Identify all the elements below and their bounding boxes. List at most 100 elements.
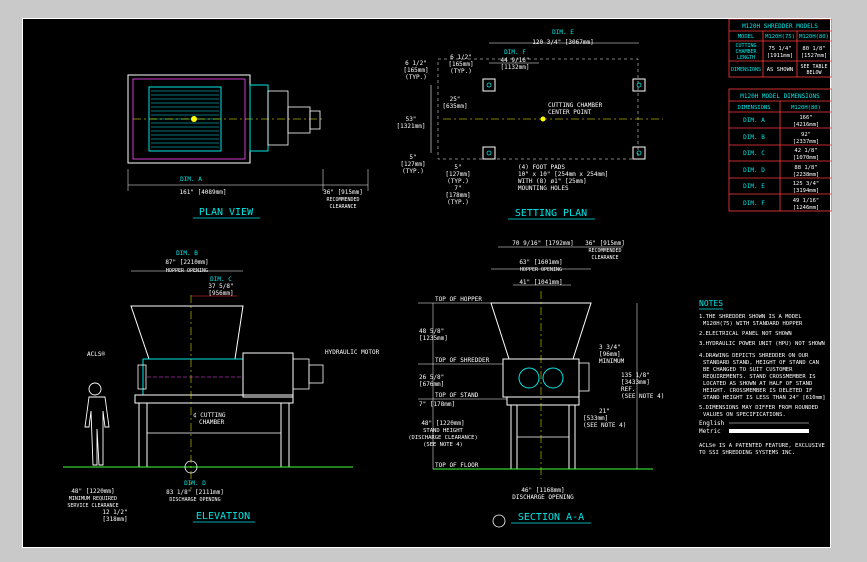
sec-top-w2: 36" [915mm] [585, 240, 625, 247]
dims-row-v1: 125 3/4" [793, 181, 820, 187]
elevation-view: DIM. B 87" [2210mm] HOPPER OPENING DIM. … [63, 250, 380, 523]
dim-f-value: 44 9/16" [501, 57, 530, 64]
sec-top-stand: TOP OF STAND [435, 392, 479, 399]
sec-min-l2: [96mm] [599, 351, 621, 358]
note-4-l4: REQUIREMENTS. STAND CROSSMEMBER IS [703, 374, 816, 380]
dims-row-v1: 49 1/16" [793, 198, 820, 204]
note-2: 2.ELECTRICAL PANEL NOT SHOWN [699, 331, 792, 337]
models-row2-b2: BELOW [806, 70, 822, 76]
dim-b-value: 87" [2210mm] [165, 259, 208, 266]
sec-stand-l3: (DISCHARGE CLEARANCE) [408, 435, 478, 441]
sp-center-l1: CUTTING CHAMBER [548, 102, 603, 109]
sp-tall-l1: 53" [406, 116, 417, 123]
plan-dim-a-value: 161" [4089mm] [180, 189, 227, 196]
sec-top-w1: 70 9/16" [1792mm] [512, 240, 573, 247]
sp-inner-top-l1: 6 1/2" [450, 54, 472, 61]
models-row1-l2: CHAMBER [735, 49, 757, 55]
dim-b-sub: HOPPER OPENING [166, 268, 208, 274]
dims-row-v2: [2337mm] [793, 139, 820, 145]
note-5-l1: 5.DIMENSIONS MAY DIFFER FROM ROUNDED [699, 405, 818, 411]
sec-h2-l1: 26 5/8" [419, 374, 444, 381]
sec-hopper-w-sub: HOPPER OPENING [520, 267, 562, 273]
sec-top-w2-l3: CLEARANCE [591, 255, 618, 261]
dim-c-mm: [956mm] [208, 290, 233, 297]
note-4-l7: STAND HEIGHT IS LESS THAN 24" [610mm] [703, 395, 826, 401]
dims-row-v1: 92" [801, 132, 811, 138]
sp-foot1-l3: (TYP.) [447, 178, 469, 185]
plan-dim-a-label: DIM. A [180, 176, 202, 183]
dim-c-label: DIM. C [210, 276, 232, 283]
note-4-l1: 4.DRAWING DEPICTS SHREDDER ON OUR [699, 353, 809, 359]
sp-tall-l2: [1321mm] [397, 123, 426, 130]
service-l3: SERVICE CLEARANCE [67, 503, 118, 509]
sp-foot1-l2: [127mm] [445, 171, 470, 178]
sec-stand-l2: STAND HEIGHT [423, 428, 463, 434]
scale-metric-label: Metric [699, 428, 721, 435]
models-row1-a2: [1911mm] [767, 53, 794, 59]
sec-bottom-w: 46" [1168mm] [521, 487, 564, 494]
acls-note-l2: TO SSI SHREDDING SYSTEMS INC. [699, 450, 795, 456]
sec-min-l3: MINIMUM [599, 358, 625, 365]
note-4-l6: HEIGHT. CROSSMEMBER IS DELETED IF [703, 388, 812, 394]
dims-row-v1: 42 1/8" [794, 148, 817, 154]
note-4-l3: BE CHANGED TO SUIT CUSTOMER [703, 367, 793, 373]
models-row2-a: AS SHOWN [767, 67, 794, 73]
sp-mid-l1: 25" [450, 96, 461, 103]
note-5-l2: VALUES ON SPECIFICATIONS. [703, 412, 786, 418]
sp-bot-l1: 5" [409, 154, 416, 161]
dim-e-label: DIM. E [552, 29, 574, 36]
sp-foot1-l1: 5" [454, 164, 461, 171]
dim-e-value: 120 3/4" [3067mm] [532, 39, 593, 46]
note-1-l1: 1.THE SHREDDER SHOWN IS A MODEL [699, 314, 802, 320]
sec-stand-l4: (SEE NOTE 4) [423, 442, 463, 448]
dims-title: M120H MODEL DIMENSIONS [740, 93, 820, 100]
acls-note-l1: ACLS® IS A PATENTED FEATURE, EXCLUSIVE [699, 443, 825, 449]
models-row2-label: DIMENSIONS [731, 67, 761, 73]
sp-foot2-l2: [178mm] [445, 192, 470, 199]
sec-min-l1: 3 3/4" [599, 344, 621, 351]
dim-f-label: DIM. F [504, 49, 526, 56]
sec-ref-l1: 21" [599, 408, 610, 415]
dims-col-val: M120H(80) [791, 105, 821, 111]
plan-clearance-l2: CLEARANCE [329, 204, 356, 210]
sec-h3: 7" [178mm] [419, 401, 455, 408]
sp-inner-top-l3: (TYP.) [450, 68, 472, 75]
notes-block: NOTES 1.THE SHREDDER SHOWN IS A MODEL M1… [699, 299, 826, 456]
sp-inner-top-l2: [165mm] [448, 61, 473, 68]
dims-row-v1: 166" [799, 115, 812, 121]
dimensions-table: M120H MODEL DIMENSIONS DIMENSIONS M120H(… [728, 88, 832, 212]
sec-top-floor: TOP OF FLOOR [435, 462, 479, 469]
sec-h2-l2: [676mm] [419, 381, 444, 388]
sp-left-top-l1: 6 1/2" [405, 60, 427, 67]
dims-row-label: DIM. A [743, 117, 765, 124]
plan-view: DIM. A 161" [4089mm] 36" [915mm] RECOMME… [127, 74, 369, 219]
sp-pads-l3: WITH (8) ø1" [25mm] [518, 178, 587, 185]
service-l2: MINIMUM REQUIRED [69, 496, 117, 502]
sec-hopper-w: 63" [1601mm] [519, 259, 562, 266]
scale-bar [729, 429, 809, 433]
sec-total-l4: (SEE NOTE 4) [621, 393, 664, 400]
elev-chamber-l2: CHAMBER [199, 419, 225, 426]
sp-foot2-l1: 7" [454, 185, 461, 192]
note-4-l2: STANDARD STAND, HEIGHT OF STAND CAN [703, 360, 819, 366]
drawing-canvas: DIM. A 161" [4089mm] 36" [915mm] RECOMME… [63, 19, 832, 528]
sp-bot-l3: (TYP.) [402, 168, 424, 175]
sec-total-l3: REF. [621, 386, 635, 393]
dims-row-v2: [1246mm] [793, 205, 820, 211]
sp-foot2-l3: (TYP.) [447, 199, 469, 206]
dims-row-label: DIM. F [743, 200, 765, 207]
drawing-sheet: DIM. A 161" [4089mm] 36" [915mm] RECOMME… [22, 18, 832, 548]
models-table: M120H SHREDDER MODELS MODEL M120H(75) M1… [728, 19, 832, 78]
sec-ref-l2: [533mm] [583, 415, 608, 422]
sp-bot-l2: [127mm] [400, 161, 425, 168]
models-title: M120H SHREDDER MODELS [742, 23, 818, 30]
notes-title: NOTES [699, 299, 723, 308]
elev-small-l2: [318mm] [102, 516, 127, 523]
acls-label: ACLS® [87, 351, 105, 358]
sec-bottom-sub: DISCHARGE OPENING [512, 494, 574, 501]
elevation-title: ELEVATION [196, 511, 250, 522]
dims-row-v2: [2238mm] [793, 172, 820, 178]
setting-plan: DIM. E 120 3/4" [3067mm] DIM. F 44 9/16"… [397, 29, 663, 220]
dims-row-label: DIM. D [743, 167, 765, 174]
plan-clearance-value: 36" [915mm] [323, 189, 363, 196]
